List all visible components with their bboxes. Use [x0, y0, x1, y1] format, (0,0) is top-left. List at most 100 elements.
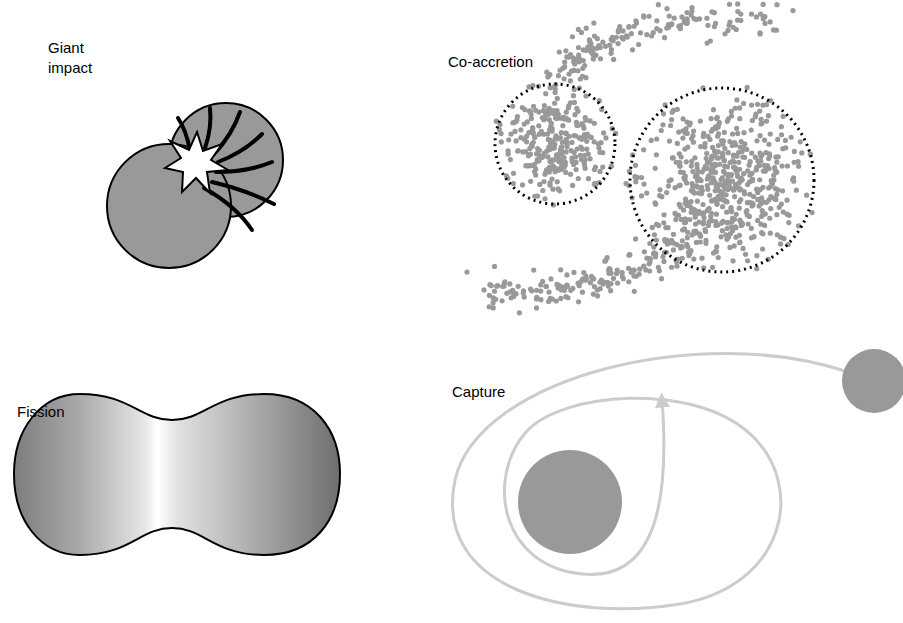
- particle: [693, 211, 698, 216]
- particle: [542, 103, 547, 108]
- particle: [734, 212, 739, 217]
- particle: [571, 93, 576, 98]
- particle: [653, 202, 658, 207]
- particle: [714, 155, 719, 160]
- particle: [506, 151, 511, 156]
- particle: [758, 201, 763, 206]
- particle: [566, 105, 571, 110]
- particle: [573, 167, 578, 172]
- particle: [516, 148, 521, 153]
- particle: [574, 120, 579, 125]
- particle: [708, 38, 713, 43]
- particle: [506, 137, 511, 142]
- particle: [555, 96, 560, 101]
- particle: [527, 109, 532, 114]
- particle: [626, 266, 631, 271]
- particle: [656, 265, 661, 270]
- particle: [685, 230, 690, 235]
- particle: [662, 35, 667, 40]
- particle: [558, 267, 563, 272]
- particle: [698, 178, 703, 183]
- particle: [724, 210, 729, 215]
- particle: [576, 45, 581, 50]
- particle: [738, 144, 743, 149]
- particle: [615, 281, 620, 286]
- particle: [689, 159, 694, 164]
- particle: [684, 180, 689, 185]
- particle: [768, 206, 773, 211]
- particle: [775, 137, 780, 142]
- particle: [750, 118, 755, 123]
- particle: [716, 143, 721, 148]
- particle: [568, 288, 573, 293]
- particle: [526, 153, 531, 158]
- particle: [734, 27, 739, 32]
- particle: [544, 284, 549, 289]
- particle: [730, 178, 735, 183]
- particle: [773, 186, 778, 191]
- particle: [587, 38, 592, 43]
- particle: [744, 208, 749, 213]
- particle: [676, 213, 681, 218]
- particle: [779, 132, 784, 137]
- particle: [609, 37, 614, 42]
- particle: [568, 172, 573, 177]
- particle: [680, 238, 685, 243]
- particle: [664, 6, 669, 11]
- particle: [729, 109, 734, 114]
- particle: [758, 11, 763, 16]
- particle: [600, 164, 605, 169]
- particle: [581, 58, 586, 63]
- particle: [767, 216, 772, 221]
- particle: [550, 146, 555, 151]
- particle: [758, 158, 763, 163]
- particle: [685, 244, 690, 249]
- particle: [674, 264, 679, 269]
- particle: [652, 232, 657, 237]
- particle: [767, 154, 772, 159]
- particle: [511, 171, 516, 176]
- particle: [706, 174, 711, 179]
- particle: [703, 164, 708, 169]
- particle: [633, 236, 638, 241]
- giant-impact-figure: [107, 103, 283, 268]
- particle: [766, 197, 771, 202]
- particle: [559, 130, 564, 135]
- particle: [759, 230, 764, 235]
- particle: [601, 130, 606, 135]
- particle: [700, 202, 705, 207]
- particle: [760, 120, 765, 125]
- particle: [583, 118, 588, 123]
- particle: [707, 206, 712, 211]
- particle: [516, 284, 521, 289]
- particle: [721, 192, 726, 197]
- particle: [532, 135, 537, 140]
- particle: [529, 142, 534, 147]
- particle: [659, 276, 664, 281]
- particle: [580, 147, 585, 152]
- particle: [739, 221, 744, 226]
- particle: [746, 221, 751, 226]
- particle: [747, 163, 752, 168]
- particle: [720, 228, 725, 233]
- particle: [644, 191, 649, 196]
- particle: [589, 274, 594, 279]
- particle: [722, 130, 727, 135]
- particle: [525, 163, 530, 168]
- particle: [487, 293, 492, 298]
- particle: [592, 182, 597, 187]
- particle: [611, 276, 616, 281]
- particle: [598, 56, 603, 61]
- particle: [707, 137, 712, 142]
- particle: [533, 172, 538, 177]
- particle: [739, 149, 744, 154]
- particle: [654, 18, 659, 23]
- particle: [723, 232, 728, 237]
- particle: [537, 182, 542, 187]
- particle: [781, 209, 786, 214]
- particle: [672, 15, 677, 20]
- particle: [675, 141, 680, 146]
- particle: [705, 183, 710, 188]
- particle: [727, 245, 732, 250]
- particle: [738, 18, 743, 23]
